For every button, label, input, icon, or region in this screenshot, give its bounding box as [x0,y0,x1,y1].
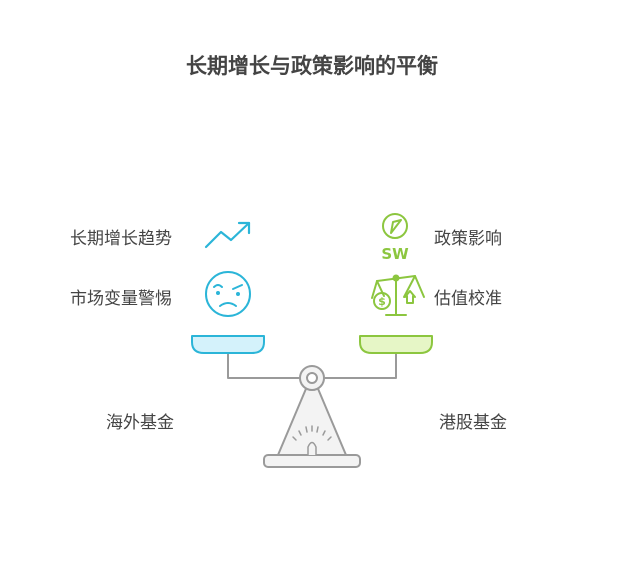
scale-base [263,454,361,468]
scale-gauge [292,425,332,456]
left-pan-label: 海外基金 [106,413,174,433]
svg-text:$: $ [378,295,386,308]
balance-scale-icon: $ [371,274,425,316]
left-item-label-trend: 长期增长趋势 [70,229,172,249]
scale-pivot-inner [306,372,318,384]
left-item-label-market: 市场变量警惕 [70,289,172,309]
compass-sw-text: SW [381,245,409,263]
right-pan-label: 港股基金 [439,413,507,433]
right-item-label-policy: 政策影响 [434,229,502,249]
worried-face-icon [205,271,251,317]
right-pan [359,335,433,354]
compass-sw-icon [382,213,408,239]
left-pan [191,335,265,354]
right-item-label-valuation: 估值校准 [434,289,502,309]
page-title: 长期增长与政策影响的平衡 [186,54,438,78]
trending-up-icon [204,221,251,249]
